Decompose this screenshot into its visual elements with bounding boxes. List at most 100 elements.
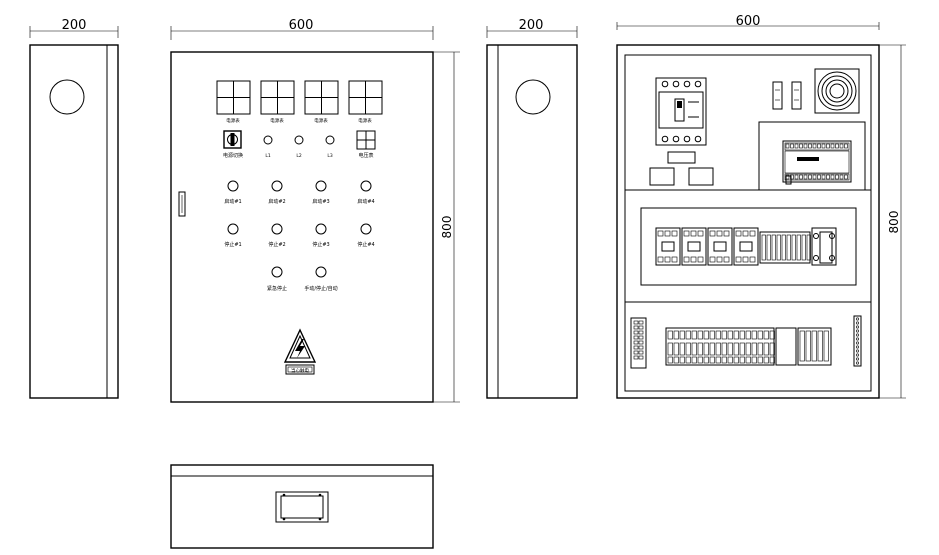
plc-terminal [790,143,794,149]
terminal-block [769,342,775,356]
breaker-window [661,241,675,252]
strip-pin [855,337,859,341]
small-relay-2 [688,167,714,186]
breaker-terminal [683,256,690,263]
relay-slot [781,234,786,261]
plc-terminal [839,143,844,149]
mode-selector[interactable] [315,266,327,278]
plc-terminal [844,174,848,180]
terminal-block [763,342,769,356]
terminal-block [745,342,751,356]
breaker-terminal [742,256,749,263]
terminal-block [673,356,679,364]
breaker-terminal [716,256,723,263]
strip-pin [633,350,639,355]
breaker-terminal [697,230,704,237]
warning-text: 当心触电 [291,367,309,374]
terminal-block [745,330,751,340]
terminal-block [721,330,727,340]
lamp-label-1: L1 [265,153,271,159]
meter-label-1: 电源表 [226,117,240,124]
strip-pin [638,325,644,330]
plc-terminal [790,174,794,180]
stop-label-3: 停止#3 [312,241,329,248]
plc-terminal [808,174,812,180]
emergency-stop-button[interactable] [271,266,283,278]
terminal-block [685,330,691,340]
strip-pin [633,330,639,335]
terminal-block [733,356,739,364]
strip-pin [638,340,644,345]
relay-slot [761,234,766,261]
plc-terminal [799,174,803,180]
breaker-terminal [723,256,730,263]
stop-button-4[interactable] [360,223,372,235]
terminal-block [697,342,703,356]
terminal-block [685,356,691,364]
contactor-screw [813,233,819,239]
terminal-block [757,342,763,356]
panel-meters [216,80,383,115]
terminal-block [721,342,727,356]
plc-terminal [817,143,821,149]
plc-terminal [799,143,803,149]
relay-slot [806,234,811,261]
terminal-block [721,356,727,364]
breaker-window [739,241,753,252]
start-button-1[interactable] [227,180,239,192]
main-circuit-breaker [655,77,707,146]
terminal-block [691,330,697,340]
terminal-block [703,356,709,364]
plc-terminal [826,174,830,180]
start-button-3[interactable] [315,180,327,192]
switch-label: 电源切换 [223,152,243,159]
stop-button-2[interactable] [271,223,283,235]
stop-label-1: 停止#1 [224,241,241,248]
terminal-block [679,342,685,356]
strip-pin [855,357,859,361]
strip-pin [855,353,859,357]
breaker-terminal [742,230,749,237]
door-handle[interactable] [178,191,186,217]
dim-front-height: 800 [440,216,454,239]
terminal-block [691,342,697,356]
meter-label-2: 电源表 [270,117,284,124]
terminal-block [727,330,733,340]
dim-left-side-width: 200 [62,18,87,33]
plc-terminal [794,174,799,180]
strip-pin [638,350,644,355]
contactor-screw [829,233,835,239]
right-side-view: 200 [486,18,578,399]
lamp-label-3: L3 [327,153,333,159]
stop-button-1[interactable] [227,223,239,235]
relay-slot [766,234,771,261]
plc-terminal [835,143,839,149]
plc-terminal [785,174,790,180]
terminal-block [667,330,673,340]
strip-pin [633,335,639,340]
start-label-4: 启动#4 [357,198,374,205]
warning-sign [283,328,317,375]
terminal-block [751,356,757,364]
relay-slot [776,234,781,261]
start-button-4[interactable] [360,180,372,192]
transfer-switch[interactable] [223,130,242,149]
breaker-terminal [690,230,697,237]
breaker-window [713,241,727,252]
side-knockout-circle-right [515,79,551,115]
strip-pin [855,345,859,349]
strip-pin [638,355,644,360]
cable-gland-plate [275,491,329,523]
start-button-2[interactable] [271,180,283,192]
stop-button-3[interactable] [315,223,327,235]
dim-front-width: 600 [289,18,314,33]
strip-pin [638,330,644,335]
plc-terminal [821,174,826,180]
strip-pin [855,349,859,353]
emergency-stop-label: 紧急停止 [267,285,287,292]
label-plate [667,151,696,164]
voltmeter [356,130,376,150]
breaker-slot [811,330,817,362]
meter-label-4: 电源表 [358,117,372,124]
